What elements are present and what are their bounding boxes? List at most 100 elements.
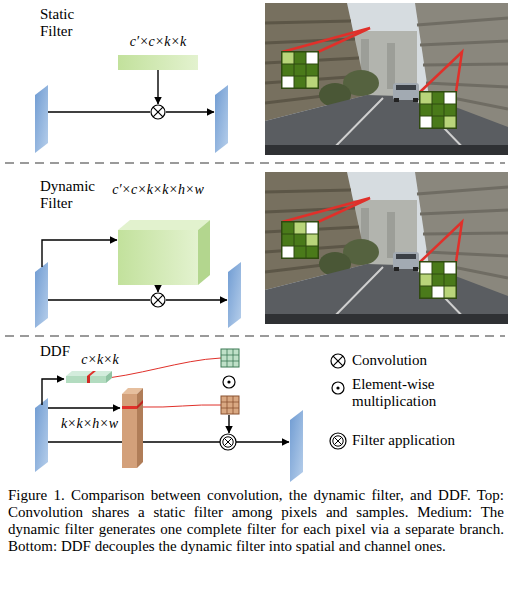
kernel-cell (433, 275, 444, 286)
street-photo (265, 3, 508, 155)
convolution-symbol (330, 352, 350, 376)
panel-label: Dynamic Filter (40, 178, 102, 212)
block-front (122, 394, 137, 468)
flow-arrow (166, 111, 214, 112)
kernel-cell (433, 105, 444, 116)
legend-entry: Element-wise multiplication (330, 376, 508, 416)
art-part (223, 437, 233, 447)
flow-arrow (157, 70, 158, 104)
kernel-cell (421, 117, 432, 128)
kernel-cell (445, 105, 456, 116)
spatial-filter-grid (221, 396, 239, 414)
kernel-cell (283, 247, 294, 258)
kernel-grid (281, 51, 319, 89)
filter-block (118, 55, 198, 70)
art-part (227, 380, 230, 383)
art-part (153, 295, 163, 305)
kernel-cell (307, 77, 318, 88)
cube-top (118, 220, 210, 230)
kernel-cell (307, 235, 318, 246)
red-slice (87, 371, 96, 376)
kernel-grid (419, 261, 457, 299)
legend-text: Convolution (352, 352, 504, 369)
kernel-cell (295, 223, 306, 234)
multiplication-symbol (223, 376, 235, 388)
red-leader (282, 28, 370, 52)
red-slice (122, 406, 137, 409)
kernel-cell (295, 247, 306, 258)
static-filter-box: c′×c×k×k (100, 34, 216, 74)
legend-text: Filter application (352, 432, 504, 449)
kernel-cell (283, 53, 294, 64)
art-part (419, 261, 457, 299)
art-part (281, 221, 319, 259)
convolution-symbol (151, 293, 165, 307)
block-side (137, 388, 143, 468)
kernel-cell (433, 117, 444, 128)
spatial-filter-box: k×k×h×w (58, 382, 148, 470)
channel-filter-grid (221, 349, 239, 367)
legend-entry: Filter application (330, 432, 508, 472)
red-leader (282, 198, 370, 222)
art-part (419, 91, 457, 129)
node-shape (100, 182, 230, 288)
kernel-cell (445, 287, 456, 298)
multiplication-symbol (330, 376, 350, 400)
convolution-symbol (151, 105, 165, 119)
block-side (106, 371, 112, 383)
flow-line (48, 111, 150, 112)
kernel-grid (281, 221, 319, 259)
art-part (221, 349, 239, 367)
flow-arrow (48, 407, 120, 408)
flow-arrow (157, 285, 158, 292)
art-part (281, 51, 319, 89)
kernel-cell (295, 235, 306, 246)
art-part (151, 105, 165, 119)
flow-arrow (42, 379, 64, 405)
channel-filter-box: c×k×k (58, 352, 142, 384)
art-part (265, 172, 508, 324)
dimension-label: c×k×k (58, 352, 142, 368)
cube-front (118, 230, 198, 285)
feature-map (35, 262, 48, 328)
dimension-label: c′×c×k×k×h×w (100, 182, 216, 198)
kernel-cell (283, 223, 294, 234)
kernel-cell (421, 93, 432, 104)
dashed-separator (5, 335, 505, 337)
feature-map (215, 85, 228, 153)
kernel-grid (419, 91, 457, 129)
dynamic-filter-cube: c′×c×k×k×h×w (100, 182, 230, 288)
kernel-cell (283, 77, 294, 88)
kernel-cell (421, 275, 432, 286)
kernel-cell (445, 93, 456, 104)
feature-map (35, 398, 48, 472)
flow-arrow (166, 299, 227, 300)
kernel-cell (433, 263, 444, 274)
art-part (223, 376, 235, 388)
kernel-cell (445, 275, 456, 286)
kernel-cell (307, 247, 318, 258)
dimension-label: c′×c×k×k (100, 34, 216, 50)
kernel-cell (283, 65, 294, 76)
flow-arrow (42, 240, 117, 267)
figure-caption: Figure 1. Comparison between convolution… (8, 487, 504, 555)
kernel-cell (421, 263, 432, 274)
kernel-cell (295, 53, 306, 64)
art-part (265, 3, 508, 155)
flow-line (48, 299, 150, 300)
red-leader (420, 222, 462, 262)
street-photo (265, 172, 508, 324)
block-top (66, 371, 112, 376)
panel-label: Static Filter (40, 6, 100, 40)
filter-application-symbol (330, 432, 350, 456)
kernel-cell (433, 93, 444, 104)
art-part (224, 438, 231, 445)
kernel-cell (421, 105, 432, 116)
art-part (220, 434, 236, 450)
kernel-cell (307, 223, 318, 234)
cube-side (198, 220, 210, 285)
block-front (66, 376, 106, 383)
red-slice (137, 400, 143, 409)
feature-map (35, 85, 48, 153)
